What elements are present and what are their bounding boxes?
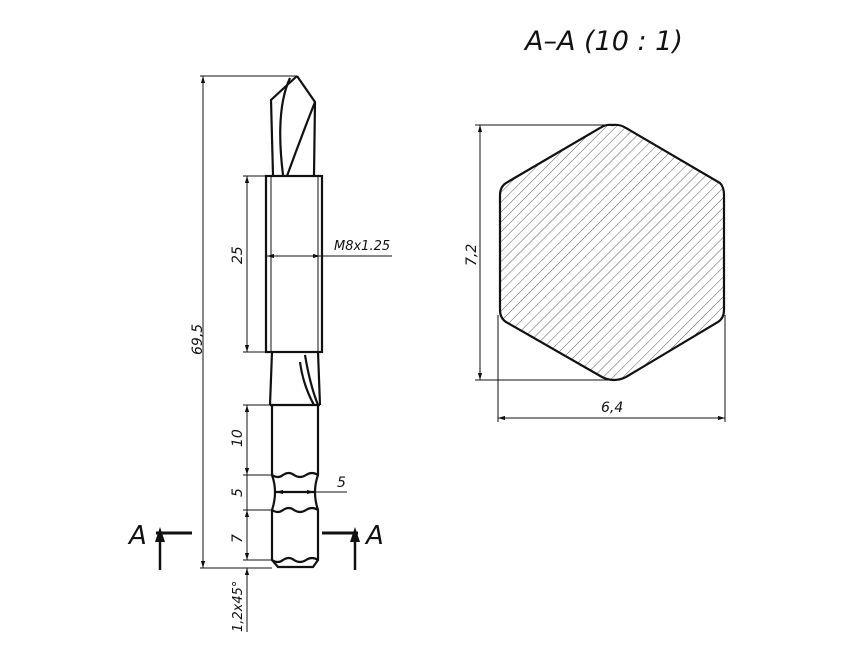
- section-title: A–A (10 : 1): [523, 26, 683, 57]
- threaded-collar: [264, 174, 324, 354]
- overall-length-label: 69,5: [190, 324, 206, 355]
- hex-shank: [270, 403, 320, 569]
- drill-bit-view: [264, 75, 324, 569]
- lower-flute: [268, 351, 322, 406]
- section-mark-left: A: [127, 521, 192, 570]
- groove-length-label: 5: [230, 488, 246, 497]
- hex-lower-length-label: 7: [230, 534, 246, 543]
- collar-length-label: 25: [230, 246, 246, 264]
- chamfer-label: 1,2x45°: [231, 581, 246, 632]
- section-mark-right: A: [322, 521, 384, 570]
- groove-width-label: 5: [337, 475, 346, 491]
- across-flats-label: 6,4: [601, 400, 623, 416]
- svg-text:A: A: [127, 521, 147, 551]
- side-dimensions: 69,5 25 M8x1.25 10 5 7 1,2x45° 5: [190, 75, 392, 632]
- groove-edges: [271, 471, 319, 564]
- drill-flute: [279, 77, 317, 177]
- across-corners-label: 7,2: [464, 244, 480, 266]
- hex-upper-length-label: 10: [230, 429, 246, 447]
- section-dimensions: 7,2 6,4: [464, 124, 726, 422]
- hex-section: [498, 123, 726, 382]
- thread-label: M8x1.25: [334, 239, 390, 254]
- svg-text:A: A: [364, 521, 384, 551]
